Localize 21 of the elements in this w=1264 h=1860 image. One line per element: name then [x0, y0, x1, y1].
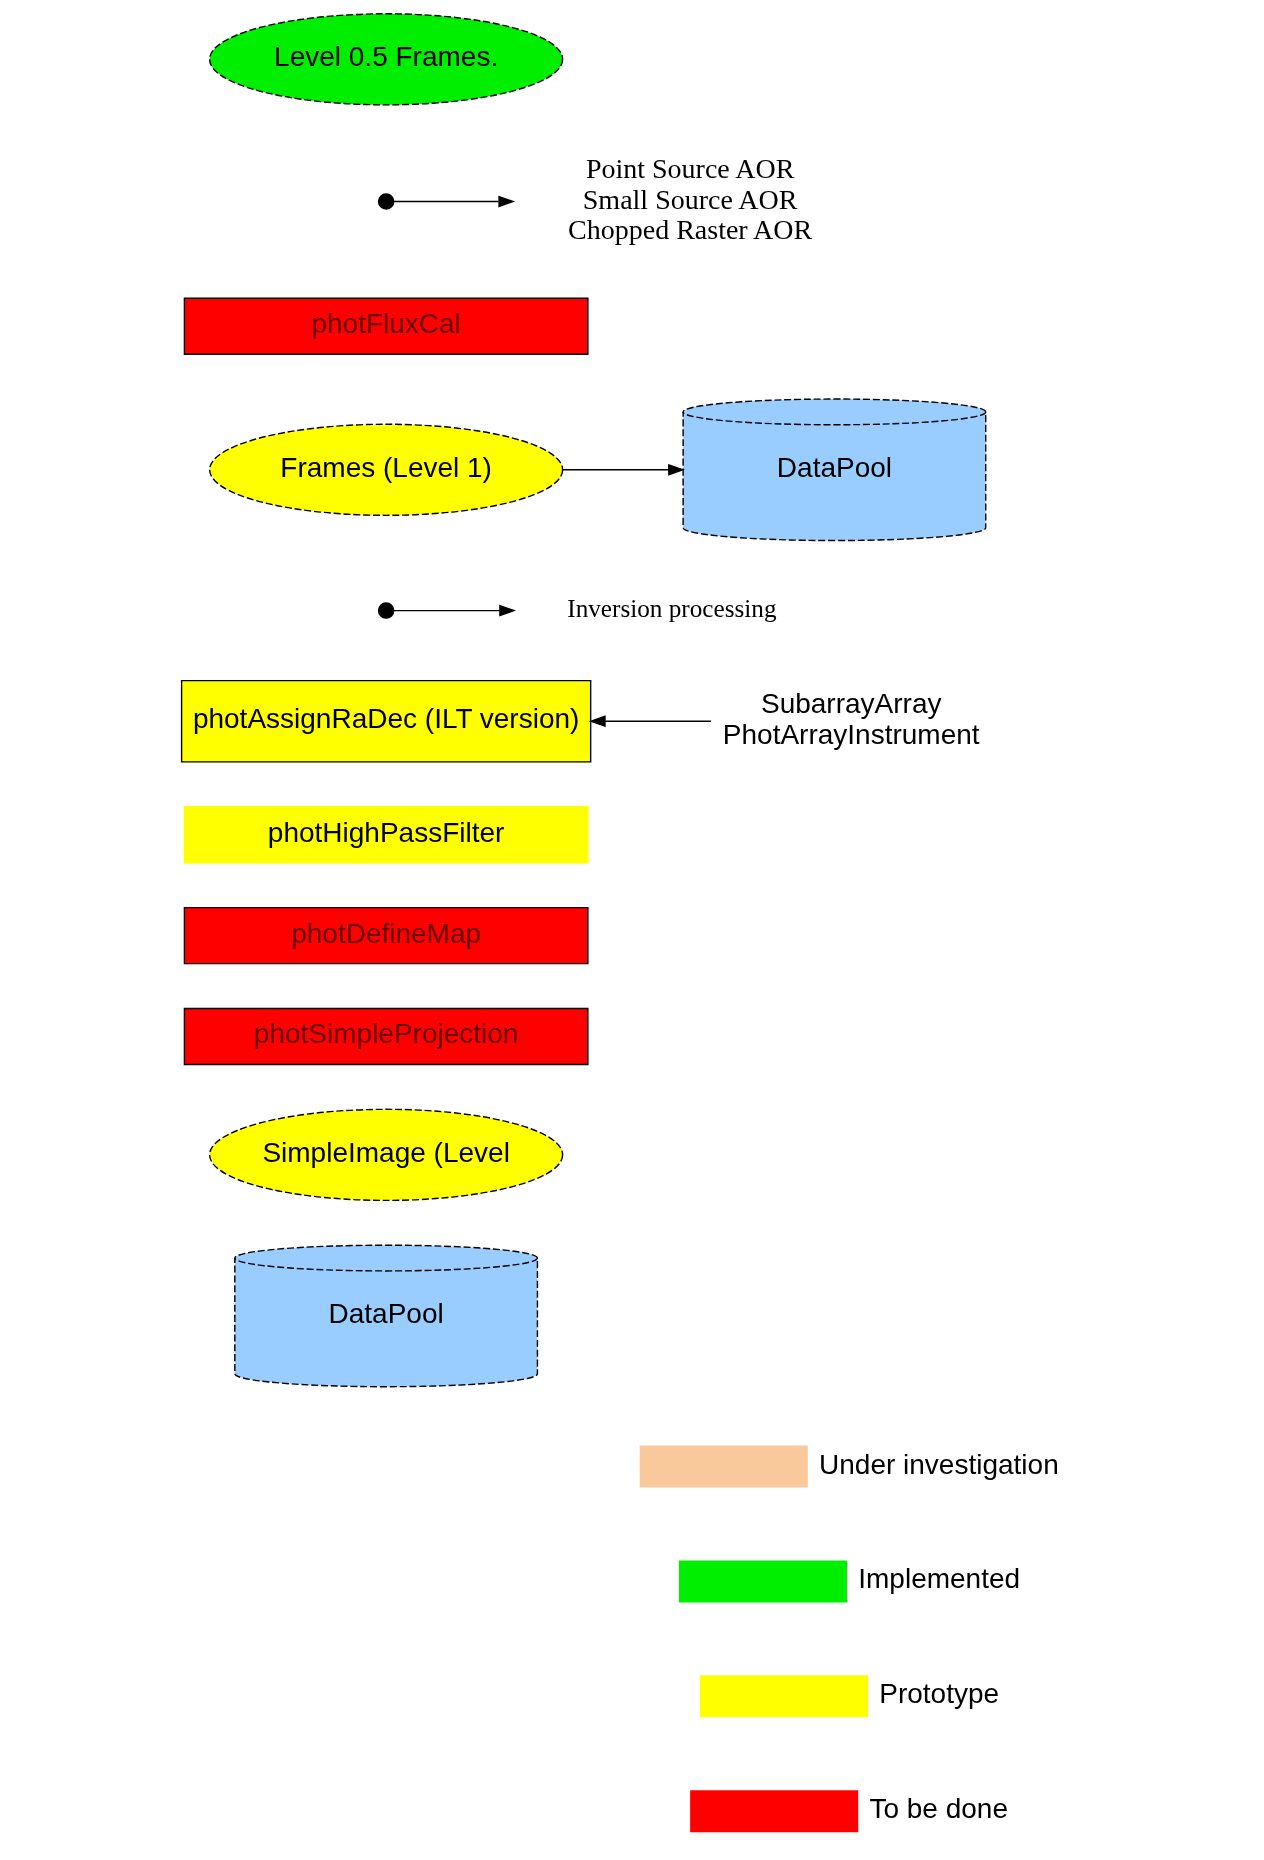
legend-label: Implemented [858, 1563, 1021, 1595]
node-ellipse: SimpleImage (Level [208, 1108, 564, 1202]
node-ellipse: Level 0.5 Frames. [208, 13, 564, 106]
arrow [562, 463, 685, 476]
node-box: photAssignRaDec (ILT version) [180, 679, 592, 763]
legend-label: Under investigation [819, 1448, 1059, 1480]
arrow [588, 715, 712, 728]
legend-label: Prototype [879, 1678, 1000, 1710]
node-text: Point Source AOR Small Source AOR Chopped Raster AOR [568, 152, 813, 246]
node-box: photDefineMap [183, 906, 589, 965]
node-text: SubarrayArray PhotArrayInstrument [722, 687, 980, 750]
node-box: photFluxCal [183, 297, 589, 355]
arrow [393, 195, 516, 208]
legend-label: To be done [869, 1793, 1009, 1825]
node-circle [377, 602, 395, 619]
node-ellipse: Frames (Level 1) [208, 423, 564, 517]
node-circle [377, 193, 395, 210]
arrow [393, 604, 517, 617]
node-box: photSimpleProjection [183, 1007, 589, 1066]
node-box: photHighPassFilter [183, 806, 589, 864]
node-text: Inversion processing [567, 594, 777, 622]
